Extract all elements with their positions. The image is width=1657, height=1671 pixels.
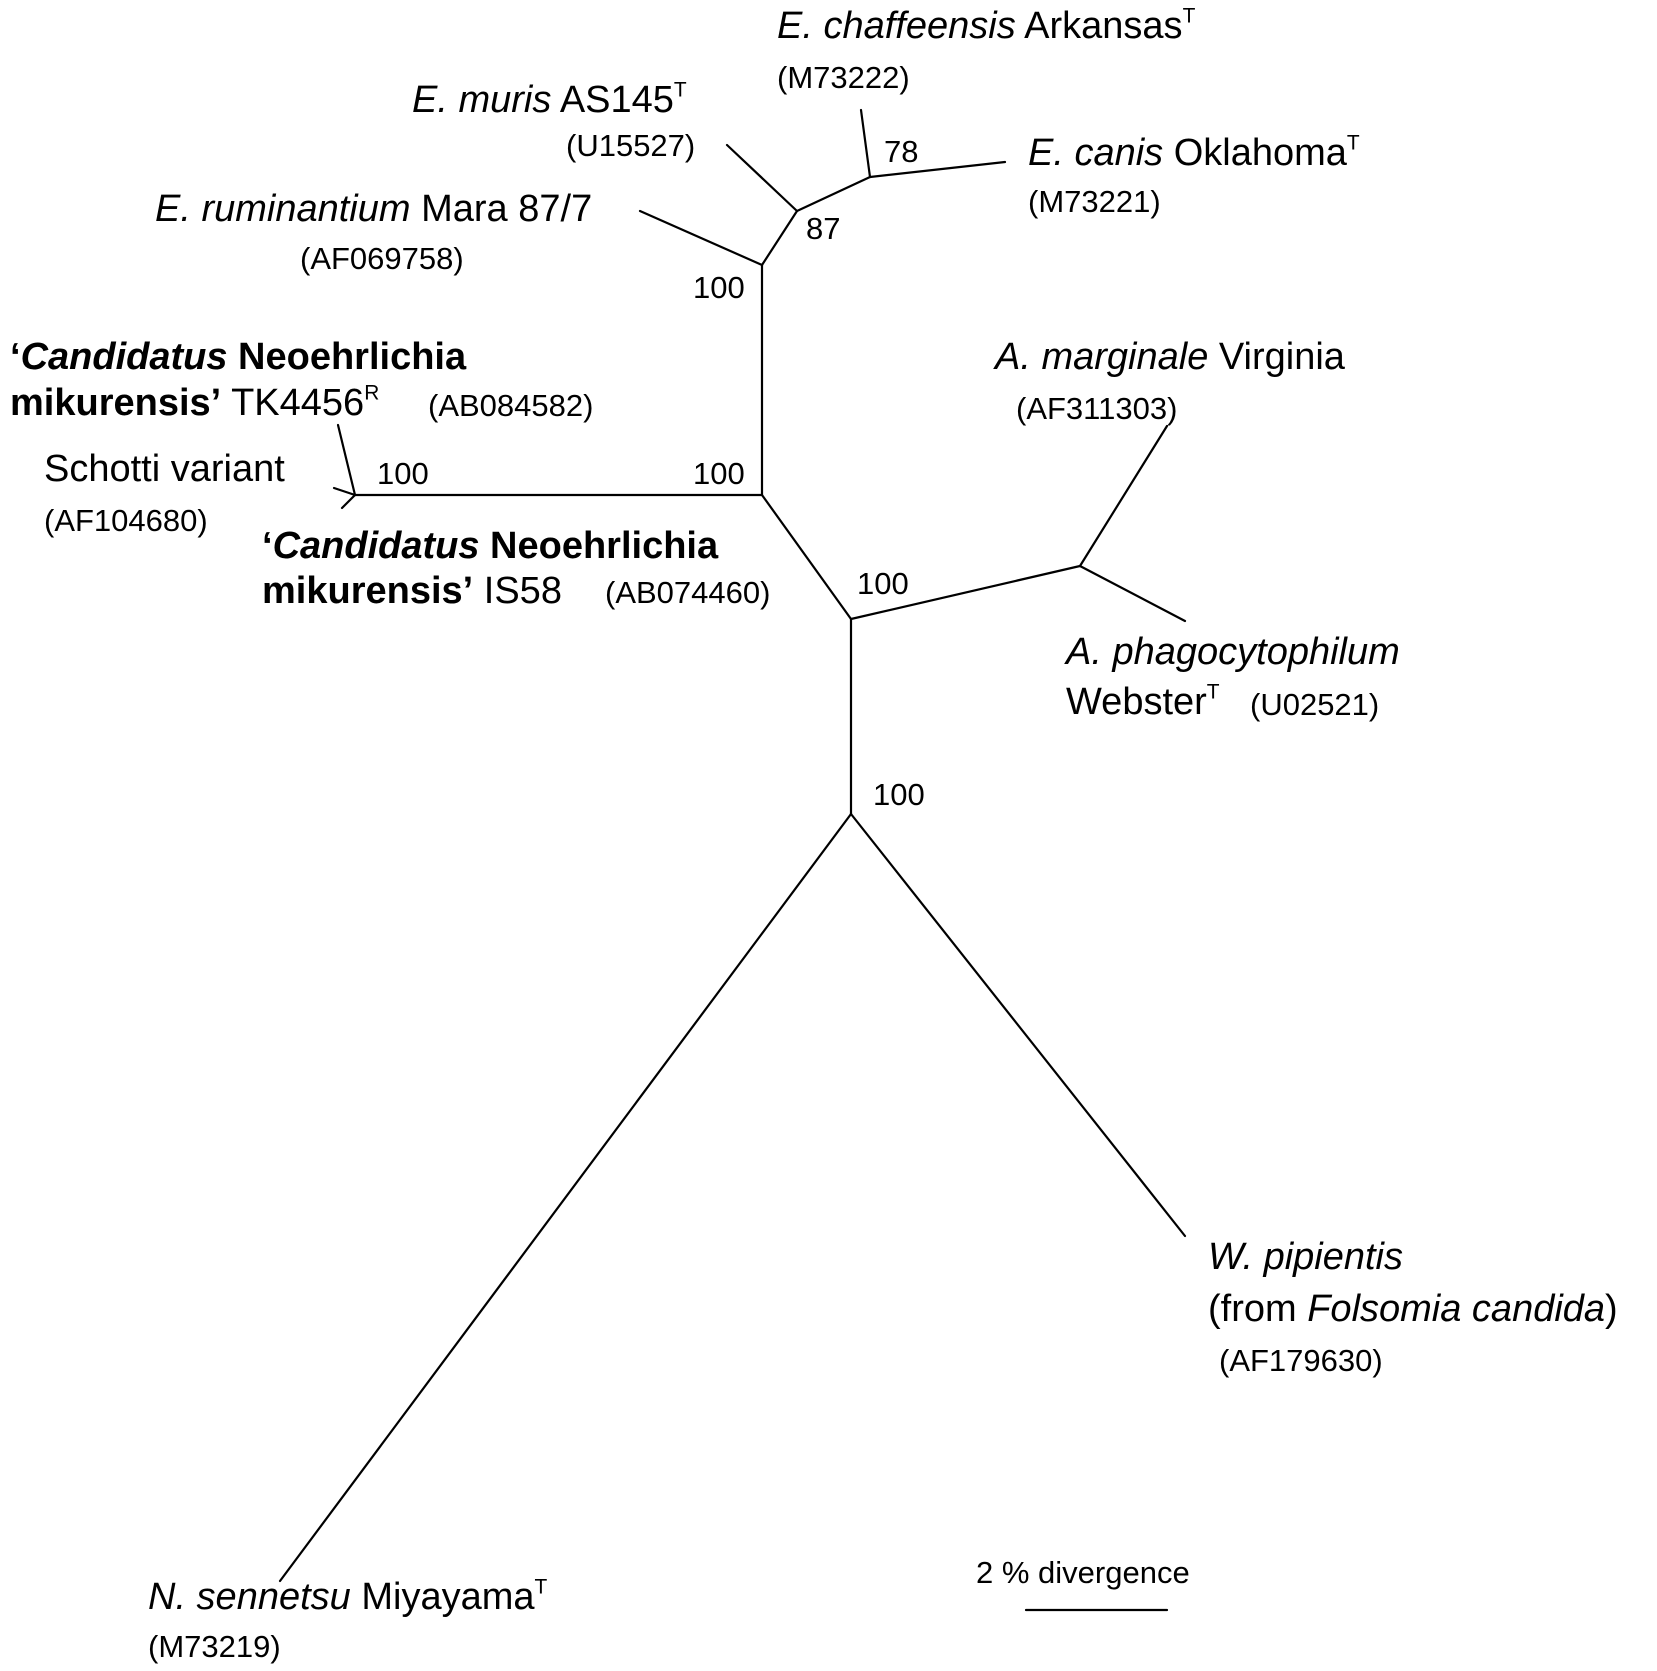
branch-ruminantium [638, 209, 764, 267]
accession-chaffeensis: (M73222) [777, 60, 910, 95]
taxon-name: A. phagocytophilum [1066, 631, 1400, 673]
accession-pipientis: (AF179630) [1219, 1343, 1383, 1378]
taxon-canis: E. canis OklahomaT [1028, 131, 1360, 174]
taxon-tk4456-line1: ‘Candidatus Neoehrlichia [10, 338, 466, 376]
accession-canis: (M73221) [1028, 184, 1161, 219]
accession-sennetsu: (M73219) [148, 1629, 281, 1664]
accession-tk4456: (AB084582) [428, 388, 594, 423]
type-strain-mark: T [673, 78, 687, 102]
genus-name: Neoehrlichia [479, 525, 719, 567]
candidatus-label: Candidatus [20, 336, 228, 378]
strain-name: Virginia [1208, 336, 1345, 378]
branch-tk4456 [336, 423, 357, 497]
quote-mark: ‘ [262, 525, 273, 567]
genus-name: Neoehrlichia [227, 336, 467, 378]
taxon-tk4456-line2: mikurensis’ TK4456R [10, 381, 380, 424]
accession-is58: (AB074460) [605, 575, 771, 610]
branch-is58 [340, 493, 357, 510]
type-strain-mark: T [1206, 680, 1220, 704]
taxon-name: A. marginale [995, 336, 1209, 378]
branch-canis [868, 160, 1007, 179]
taxon-name: E. canis [1028, 132, 1164, 174]
taxon-name: E. chaffeensis [777, 5, 1016, 47]
strain-name: Oklahoma [1163, 132, 1347, 174]
accession-phagocytophilum: (U02521) [1250, 687, 1380, 722]
bootstrap-value: 87 [806, 211, 841, 246]
type-strain-mark: T [1346, 131, 1360, 155]
bootstrap-value: 100 [693, 270, 745, 305]
candidatus-label: Candidatus [272, 525, 480, 567]
branch-marginale [1078, 424, 1169, 568]
strain-name: Mara 87/7 [410, 188, 593, 230]
taxon-phagocytophilum-strain: WebsterT [1066, 680, 1220, 723]
taxon-ruminantium: E. ruminantium Mara 87/7 [155, 190, 592, 228]
strain-name: IS58 [473, 570, 562, 612]
host-close: ) [1605, 1288, 1618, 1330]
branch-anaplasma-stem [849, 564, 1082, 621]
host-open: (from [1208, 1288, 1308, 1330]
taxon-is58-line2: mikurensis’ IS58 [262, 572, 562, 610]
species-name: mikurensis’ [10, 382, 222, 424]
type-strain-mark: T [1182, 4, 1196, 28]
bootstrap-value: 100 [873, 777, 925, 812]
branch-chaffeensis [859, 108, 872, 179]
taxon-name: W. pipientis [1208, 1236, 1403, 1278]
bootstrap-value: 100 [693, 456, 745, 491]
branch-ehr-inner [760, 209, 799, 267]
accession-ruminantium: (AF069758) [300, 241, 464, 276]
branch-phagocytophilum [1078, 564, 1187, 623]
branch-central [760, 493, 853, 621]
taxon-phagocytophilum: A. phagocytophilum [1066, 633, 1400, 671]
taxon-pipientis: W. pipientis [1208, 1238, 1403, 1276]
branch-schotti [332, 486, 357, 497]
strain-name: TK4456 [221, 382, 365, 424]
taxon-name: E. muris [412, 79, 552, 121]
bootstrap-value: 100 [857, 566, 909, 601]
host-name: Folsomia candida [1307, 1288, 1606, 1330]
taxon-name: N. sennetsu [148, 1576, 351, 1618]
strain-name: Arkansas [1015, 5, 1183, 47]
accession-muris: (U15527) [566, 128, 696, 163]
taxon-muris: E. muris AS145T [412, 78, 687, 121]
taxon-sennetsu: N. sennetsu MiyayamaT [148, 1575, 548, 1618]
accession-schotti: (AF104680) [44, 503, 208, 538]
taxon-name: E. ruminantium [155, 188, 411, 230]
branch-pipientis [849, 812, 1187, 1238]
branch-muris [725, 143, 799, 213]
strain-name: Miyayama [350, 1576, 535, 1618]
branch-sennetsu [278, 812, 853, 1583]
taxon-schotti: Schotti variant [44, 448, 285, 490]
taxon-pipientis-host: (from Folsomia candida) [1208, 1290, 1618, 1328]
strain-name: AS145 [551, 79, 674, 121]
branch-ehr-crown [795, 175, 872, 213]
accession-marginale: (AF311303) [1016, 391, 1178, 426]
quote-mark: ‘ [10, 336, 21, 378]
taxon-chaffeensis: E. chaffeensis ArkansasT [777, 4, 1196, 47]
bootstrap-value: 78 [884, 134, 919, 169]
scale-bar-label: 2 % divergence [976, 1555, 1190, 1590]
type-strain-mark: T [534, 1575, 548, 1599]
taxon-is58-line1: ‘Candidatus Neoehrlichia [262, 527, 718, 565]
species-name: mikurensis’ [262, 570, 474, 612]
strain-name: Webster [1066, 681, 1207, 723]
bootstrap-value: 100 [377, 456, 429, 491]
taxon-marginale: A. marginale Virginia [995, 338, 1345, 376]
reference-strain-mark: R [364, 381, 380, 405]
